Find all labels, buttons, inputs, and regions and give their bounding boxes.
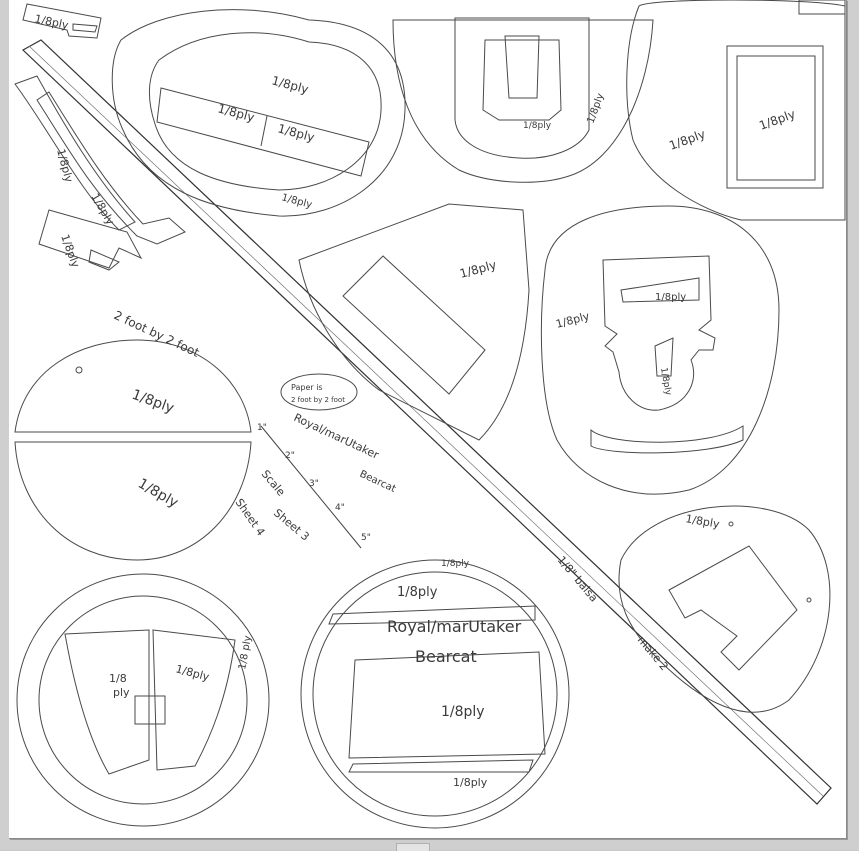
ruler-2: 2" <box>285 451 295 461</box>
note-model: Bearcat <box>358 469 398 495</box>
part-large-former: 1/8ply 1/8ply 1/8ply <box>540 205 780 495</box>
label-ply: 1/8ply <box>684 512 720 531</box>
note-designer: Royal/marUtaker <box>292 411 382 462</box>
note-sheet: Sheet 4 <box>233 496 268 538</box>
part-balsa-strip: 1/8" balsa make 2 <box>21 39 832 805</box>
ruler-4: 4" <box>335 503 345 513</box>
label-ply: 1/8ply <box>54 147 76 184</box>
label-ply-alt: 1/8 ply <box>237 635 254 671</box>
label-ply: 1/8ply <box>655 292 686 303</box>
label-ply: 1/8ply <box>174 662 211 684</box>
label-ply: 1/8ply <box>441 559 470 569</box>
note-paper-2: 2 foot by 2 foot <box>291 396 345 404</box>
label-ply-word: ply <box>113 686 130 699</box>
title-designer: Royal/marUtaker <box>387 617 522 636</box>
label-ply: 1/8ply <box>554 309 591 331</box>
label-ply: 1/8ply <box>453 776 488 789</box>
part-half-circle-formers: 1/8ply 1/8ply 2 foot by 2 foot <box>14 308 252 561</box>
label-paper-size: 2 foot by 2 foot <box>112 308 202 360</box>
label-ply: 1/8ply <box>397 585 438 600</box>
ruler-3: 3" <box>309 479 319 489</box>
ruler-5: 5" <box>361 533 371 543</box>
title-model: Bearcat <box>415 647 477 666</box>
label-ply-short: 1/8 <box>109 672 127 685</box>
part-shield-former: 1/8ply 1/8ply <box>392 17 654 183</box>
part-top-left-strip: 1/8ply <box>22 3 102 39</box>
plan-drawing: 1/8ply 1/8" balsa make 2 1/8ply 1/8ply 1… <box>14 0 846 829</box>
part-left-spars: 1/8ply 1/8ply 1/8ply <box>14 75 186 271</box>
sheet-notes: Paper is 2 foot by 2 foot Royal/marUtake… <box>233 373 398 549</box>
label-ply: 1/8ply <box>130 387 176 417</box>
label-ply: 1/8ply <box>523 121 552 131</box>
label-ply: 1/8ply <box>58 233 82 270</box>
note-paper-1: Paper is <box>291 383 323 392</box>
part-oval-former: 1/8ply 1/8ply 1/8ply 1/8ply <box>111 9 406 217</box>
page-tab[interactable] <box>396 843 430 851</box>
note-sheet-2: Sheet 3 <box>271 506 312 543</box>
label-ply: 1/8ply <box>280 192 313 211</box>
note-scale: Scale <box>259 468 288 499</box>
part-bottom-ring: 1/8ply 1/8ply Royal/marUtaker Bearcat 1/… <box>300 559 570 829</box>
label-ply: 1/8ply <box>216 101 256 124</box>
plan-sheet: 1/8ply 1/8" balsa make 2 1/8ply 1/8ply 1… <box>9 0 847 839</box>
label-ply: 1/8ply <box>276 121 316 144</box>
part-tilted-former: 1/8ply <box>298 203 530 441</box>
ruler-1: 1" <box>257 423 267 433</box>
label-ply: 1/8ply <box>757 107 797 133</box>
label-ply: 1/8ply <box>441 704 485 720</box>
label-ply: 1/8ply <box>33 12 70 32</box>
label-ply: 1/8ply <box>135 476 181 512</box>
part-right-former: 1/8ply 1/8ply <box>626 0 846 221</box>
label-ply: 1/8ply <box>458 258 498 281</box>
label-ply: 1/8ply <box>270 73 310 96</box>
label-ply: 1/8ply <box>658 367 673 397</box>
part-lower-left-ring: 1/8 ply 1/8ply 1/8 ply <box>16 573 270 827</box>
part-lower-right-former: 1/8ply <box>618 505 831 713</box>
label-ply: 1/8ply <box>667 127 707 153</box>
